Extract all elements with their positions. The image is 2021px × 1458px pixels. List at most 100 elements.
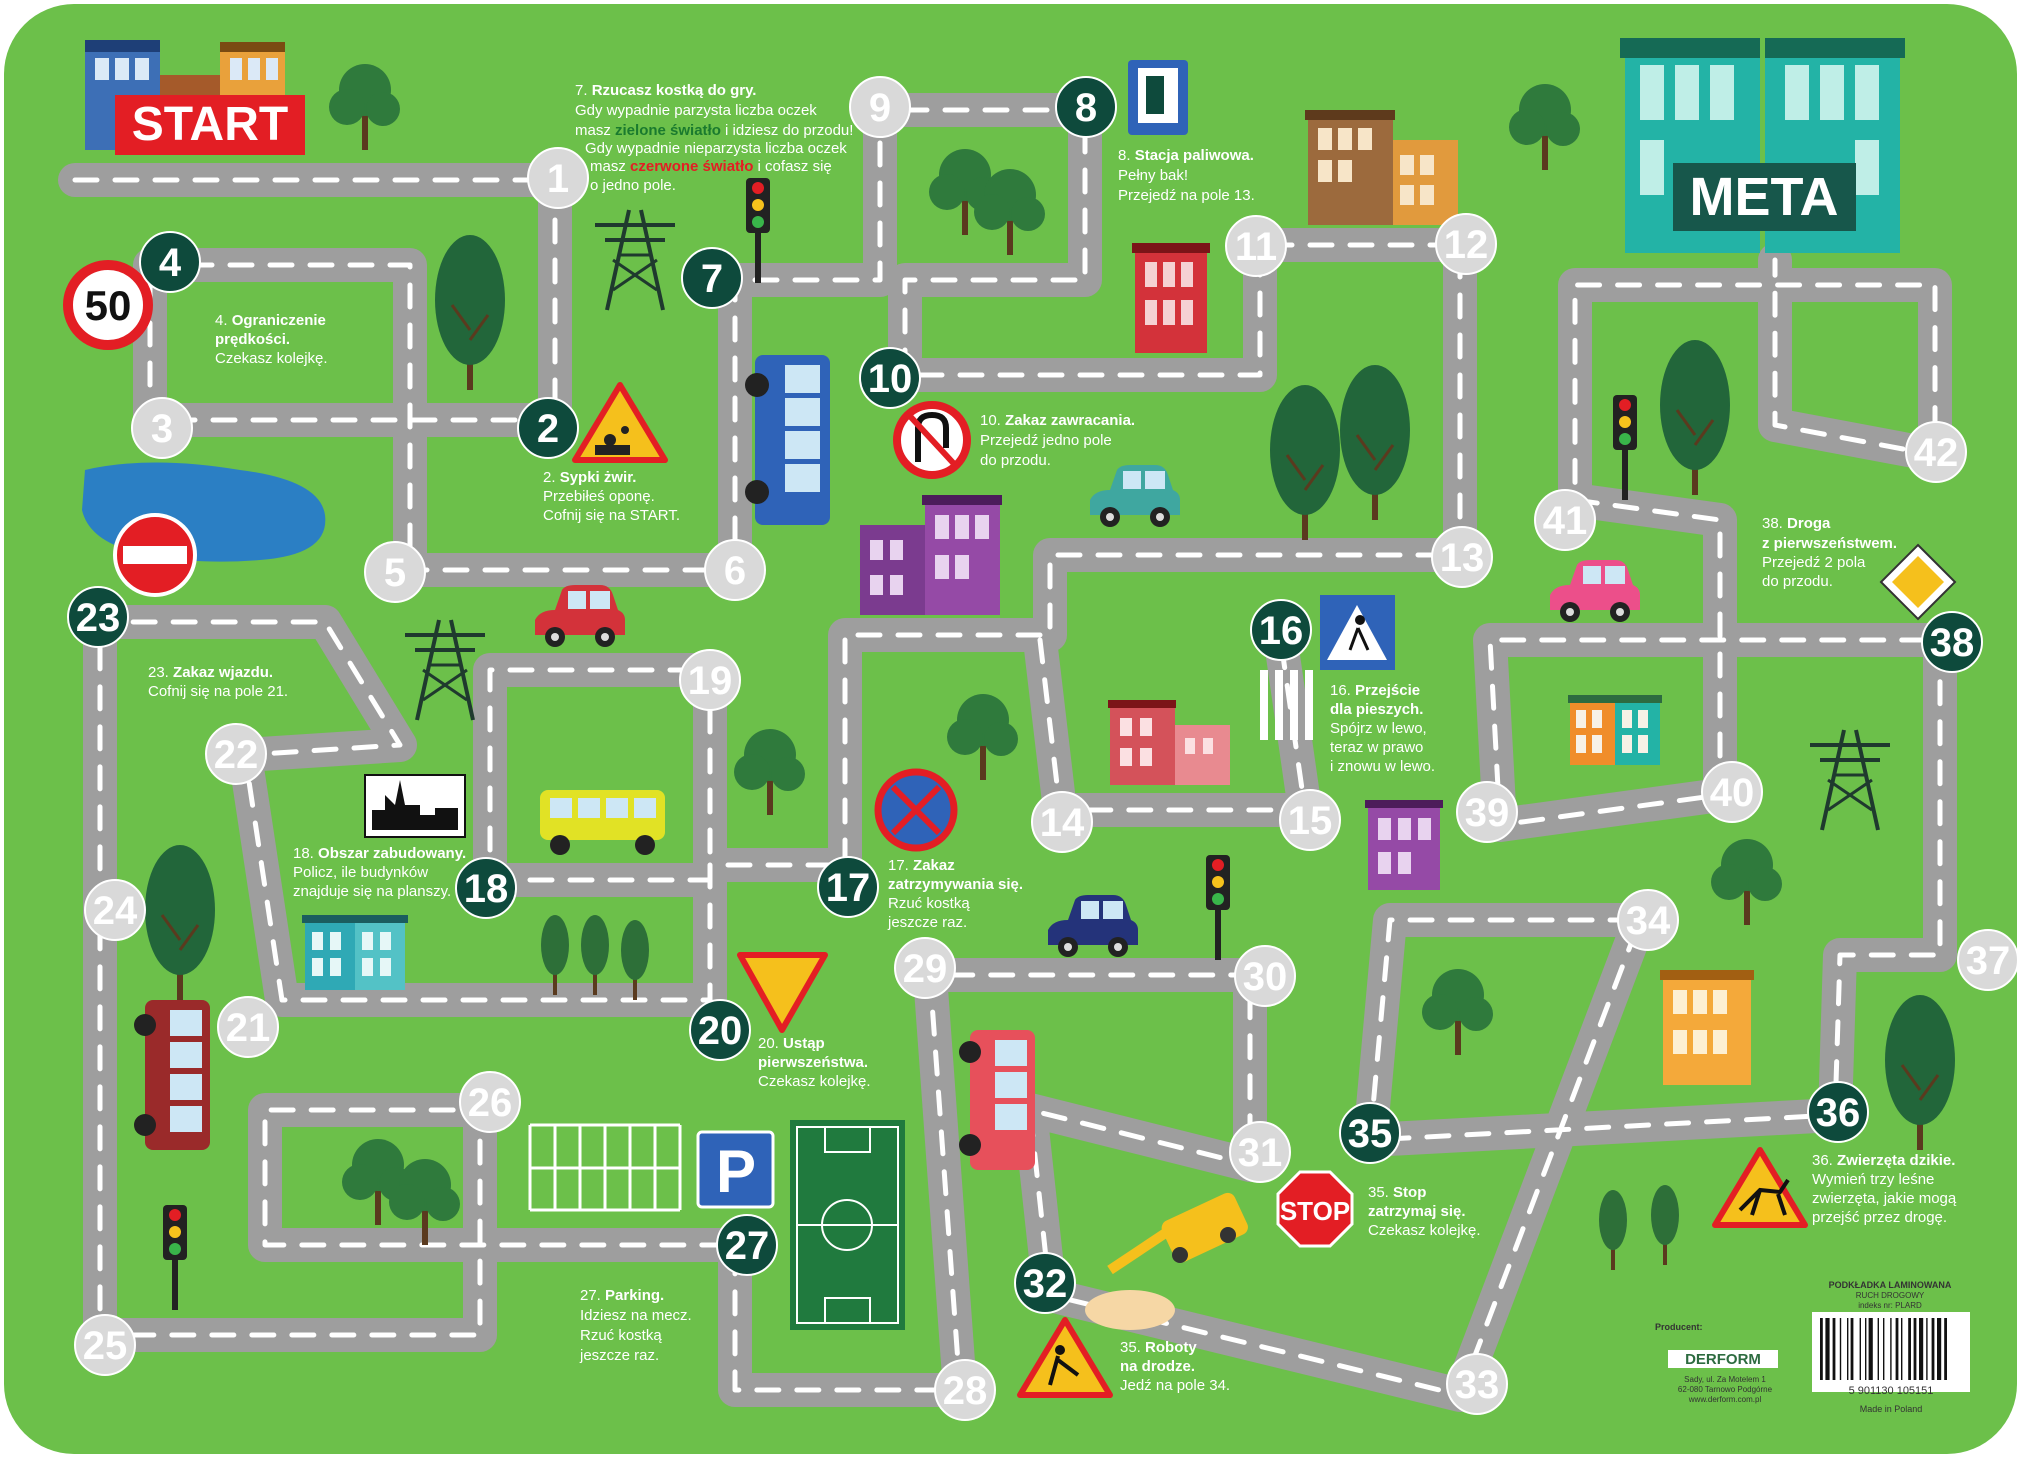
parking-sign: P [696, 1130, 775, 1209]
svg-text:Gdy wypadnie parzysta liczba o: Gdy wypadnie parzysta liczba oczek [575, 102, 817, 119]
field-2: 2 [517, 397, 579, 459]
field-37: 37 [1957, 929, 2019, 991]
red-bus-right [959, 1030, 1035, 1170]
rule-35-stop: 35. Stop zatrzymaj się. Czekasz kolejkę. [1368, 1184, 1481, 1239]
svg-text:Pełny bak!: Pełny bak! [1118, 167, 1188, 184]
svg-text:8. Stacja paliwowa.: 8. Stacja paliwowa. [1118, 147, 1254, 164]
field-number: 31 [1238, 1131, 1283, 1175]
svg-text:dla pieszych.: dla pieszych. [1330, 701, 1423, 718]
svg-text:zatrzymaj się.: zatrzymaj się. [1368, 1203, 1466, 1220]
rule-road-works: 35. Roboty na drodze. Jedź na pole 34. [1120, 1339, 1230, 1394]
field-10: 10 [859, 347, 921, 409]
svg-text:50: 50 [85, 282, 132, 329]
rule-20: 20. Ustąp pierwszeństwa. Czekasz kolejkę… [758, 1035, 871, 1090]
field-number: 37 [1966, 939, 2011, 983]
svg-text:Cofnij się na pole 21.: Cofnij się na pole 21. [148, 683, 288, 700]
svg-text:indeks nr: PLARD: indeks nr: PLARD [1858, 1301, 1922, 1310]
field-9: 9 [849, 76, 911, 138]
svg-text:4. Ograniczenie: 4. Ograniczenie [215, 312, 326, 329]
svg-text:35. Roboty: 35. Roboty [1120, 1339, 1197, 1356]
field-number: 4 [159, 241, 182, 285]
svg-text:Idziesz na mecz.: Idziesz na mecz. [580, 1307, 692, 1324]
field-41: 41 [1534, 489, 1596, 551]
start-building: START [85, 40, 305, 155]
svg-text:10. Zakaz zawracania.: 10. Zakaz zawracania. [980, 412, 1135, 429]
field-number: 38 [1930, 621, 1975, 665]
svg-text:masz czerwone światło i cofasz: masz czerwone światło i cofasz się [590, 158, 832, 175]
svg-text:STOP: STOP [1280, 1196, 1350, 1226]
field-38: 38 [1921, 611, 1983, 673]
field-1: 1 [527, 147, 589, 209]
svg-text:Wymień trzy leśne: Wymień trzy leśne [1812, 1171, 1934, 1188]
building-teal [302, 915, 408, 990]
yield-sign [737, 952, 828, 1033]
blue-bus [745, 355, 830, 525]
field-15: 15 [1279, 789, 1341, 851]
field-16: 16 [1250, 599, 1312, 661]
stop-sign: STOP [1276, 1170, 1354, 1248]
field-number: 42 [1914, 431, 1959, 475]
field-27: 27 [716, 1214, 778, 1276]
field-number: 25 [83, 1324, 128, 1368]
building-orange-teal [1568, 695, 1662, 765]
field-18: 18 [455, 857, 517, 919]
fuel-pump-icon [1146, 76, 1164, 114]
svg-text:Czekasz kolejkę.: Czekasz kolejkę. [1368, 1222, 1481, 1239]
no-entry-sign [113, 513, 197, 597]
svg-text:7. Rzucasz kostką do gry.: 7. Rzucasz kostką do gry. [575, 82, 756, 99]
field-36: 36 [1807, 1081, 1869, 1143]
no-stopping-sign [874, 768, 958, 852]
built-up-area-sign [364, 774, 466, 838]
field-4: 4 [139, 231, 201, 293]
field-number: 30 [1243, 955, 1288, 999]
field-number: 33 [1455, 1363, 1500, 1407]
field-number: 3 [151, 407, 173, 451]
rule-17: 17. Zakaz zatrzymywania się. Rzuć kostką… [887, 857, 1023, 931]
svg-text:jeszcze raz.: jeszcze raz. [579, 1347, 659, 1364]
svg-text:zwierzęta, jakie mogą: zwierzęta, jakie mogą [1812, 1190, 1957, 1207]
vehicles [134, 355, 1640, 1330]
field-number: 20 [698, 1009, 743, 1053]
svg-text:P: P [716, 1138, 756, 1205]
derform-logo: DERFORM [1685, 1351, 1761, 1368]
field-31: 31 [1229, 1121, 1291, 1183]
field-number: 22 [214, 733, 259, 777]
building-purple [860, 495, 1002, 615]
field-number: 26 [468, 1081, 513, 1125]
rule-8: 8. Stacja paliwowa. Pełny bak! Przejedź … [1118, 147, 1255, 204]
svg-text:Rzuć kostką: Rzuć kostką [580, 1327, 662, 1344]
rule-18: 18. Obszar zabudowany. Policz, ile budyn… [293, 845, 466, 900]
no-u-turn-sign [893, 401, 971, 479]
rule-16: 16. Przejście dla pieszych. Spójrz w lew… [1330, 682, 1435, 775]
field-22: 22 [205, 723, 267, 785]
svg-text:do przodu.: do przodu. [1762, 573, 1833, 590]
svg-text:Gdy wypadnie nieparzysta liczb: Gdy wypadnie nieparzysta liczba oczek [585, 140, 847, 157]
svg-text:27. Parking.: 27. Parking. [580, 1287, 664, 1304]
field-21: 21 [217, 996, 279, 1058]
svg-text:Czekasz kolejkę.: Czekasz kolejkę. [758, 1073, 871, 1090]
football-pitch [790, 1120, 905, 1330]
rule-7: 7. Rzucasz kostką do gry. Gdy wypadnie p… [575, 82, 853, 194]
svg-text:5 901130 105151: 5 901130 105151 [1849, 1385, 1934, 1397]
field-30: 30 [1234, 945, 1296, 1007]
road-works-sign [1017, 1317, 1113, 1398]
svg-text:36. Zwierzęta dzikie.: 36. Zwierzęta dzikie. [1812, 1152, 1955, 1169]
rule-38: 38. Droga z pierwszeństwem. Przejedź 2 p… [1762, 515, 1897, 590]
field-number: 8 [1075, 86, 1097, 130]
field-number: 35 [1348, 1112, 1393, 1156]
field-number: 5 [384, 551, 406, 595]
field-number: 7 [701, 257, 723, 301]
field-number: 13 [1440, 536, 1485, 580]
field-number: 24 [93, 889, 138, 933]
field-17: 17 [817, 856, 879, 918]
field-number: 23 [76, 596, 121, 640]
field-number: 14 [1040, 801, 1085, 845]
field-39: 39 [1456, 781, 1518, 843]
svg-text:62-080 Tarnowo Podgórne: 62-080 Tarnowo Podgórne [1678, 1385, 1773, 1394]
field-12: 12 [1435, 213, 1497, 275]
field-42: 42 [1905, 421, 1967, 483]
svg-text:38. Droga: 38. Droga [1762, 515, 1831, 532]
field-40: 40 [1701, 761, 1763, 823]
